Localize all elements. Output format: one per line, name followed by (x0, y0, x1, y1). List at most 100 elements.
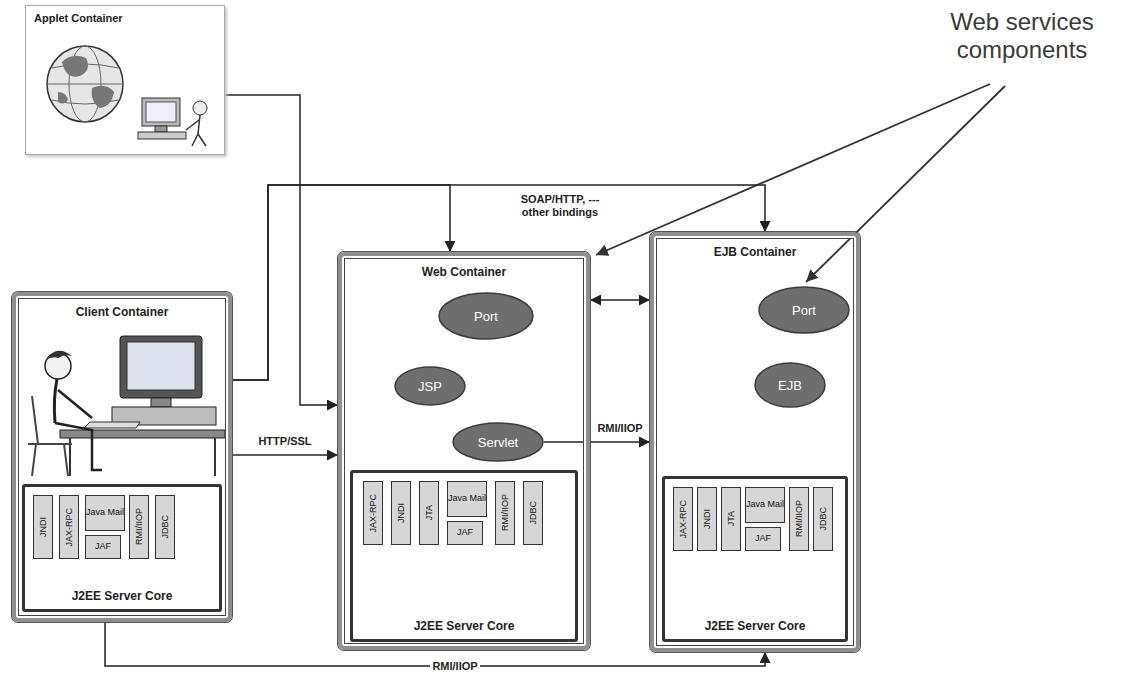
globe-illustration (62, 56, 88, 77)
api-box: JDBC (813, 487, 833, 551)
applet-container: Applet Container (25, 5, 225, 155)
component-label: JAF (755, 534, 771, 544)
component-label: Java Mail (86, 508, 124, 518)
user-at-computer-illustration (151, 398, 171, 407)
api-box: JTA (419, 481, 439, 545)
component-label: Servlet (478, 435, 518, 450)
user-at-computer-illustration (28, 336, 225, 476)
api-box: JNDI (391, 481, 411, 545)
component-label: JTA (726, 511, 736, 526)
component-label: JNDI (396, 503, 406, 523)
component-label: RMI/IIOP (794, 500, 804, 537)
component-label: JNDI (38, 517, 48, 537)
leader-line (596, 84, 990, 255)
component-label: EJB (778, 378, 802, 393)
port-component: Port (758, 286, 850, 334)
band-title: J2EE Server Core (25, 589, 219, 603)
component-label: Java Mail (448, 494, 486, 504)
servlet-component: Servlet (452, 422, 544, 462)
api-box: JDBC (155, 495, 175, 559)
band-title: J2EE Server Core (665, 619, 845, 633)
computer-illustration (138, 98, 207, 146)
api-box: JAX-RPC (59, 495, 79, 559)
component-label: JDBC (160, 515, 170, 539)
component-label: JSP (418, 379, 442, 394)
computer-illustration (146, 102, 176, 122)
component-label: JAF (457, 528, 473, 538)
api-box: RMI/IIOP (789, 487, 809, 551)
api-box: JAF (85, 535, 121, 559)
ejb-component: EJB (754, 362, 826, 408)
connector-arrow (225, 95, 338, 405)
api-box: JTA (721, 487, 741, 551)
container-title: Applet Container (34, 12, 123, 24)
component-label: JAX-RPC (368, 494, 378, 533)
connector-label: RMI/IIOP (595, 422, 644, 435)
connector-arrow (590, 299, 650, 301)
callout-label: Web services components (932, 8, 1112, 64)
user-at-computer-illustration (55, 423, 102, 470)
component-label: JAX-RPC (678, 500, 688, 539)
computer-illustration (193, 101, 207, 115)
user-at-computer-illustration (214, 438, 216, 476)
user-at-computer-illustration (60, 430, 225, 438)
web-container: Web ContainerPortJSP ServletJ2EE Server C… (338, 252, 590, 650)
component-label: JDBC (818, 507, 828, 531)
user-at-computer-illustration (46, 351, 72, 360)
user-at-computer-illustration (54, 379, 57, 423)
leader-line (596, 84, 1005, 282)
computer-illustration (142, 98, 180, 126)
user-at-computer-illustration (58, 390, 92, 418)
ellipse-shape (453, 423, 543, 461)
user-at-computer-illustration (84, 422, 140, 428)
api-box: JNDI (33, 495, 53, 559)
api-box: Java Mail (745, 487, 785, 523)
user-at-computer-illustration (127, 342, 195, 390)
ellipse-shape (439, 293, 533, 339)
server-core-band: J2EE Server Core JAX-RPC JNDI JTA Java MailJ… (662, 476, 848, 642)
component-label: Java Mail (746, 500, 784, 510)
connector-label: SOAP/HTTP, --- other bindings (508, 193, 612, 219)
ellipse-shape (759, 287, 849, 333)
ejb-container: EJB ContainerPortEJBJ2EE Server CoreJAX-… (650, 232, 860, 652)
jsp-component: JSP (394, 366, 466, 406)
component-label: Port (792, 303, 816, 318)
client-container: Client ContainerJ2EE Server Core JNDI JAX-… (12, 292, 232, 622)
ellipse-shape (755, 363, 825, 407)
api-box: JNDI (697, 487, 717, 551)
api-box: JAF (745, 527, 781, 551)
component-label: JAF (95, 542, 111, 552)
connector-arrow (232, 185, 765, 380)
container-title: Web Container (342, 265, 586, 279)
band-title: J2EE Server Core (353, 619, 575, 633)
globe-illustration (47, 46, 123, 122)
component-label: RMI/IIOP (500, 494, 510, 531)
api-box: JAX-RPC (673, 487, 693, 551)
component-label: JNDI (702, 509, 712, 529)
user-at-computer-illustration (120, 336, 202, 398)
component-label: JAX-RPC (64, 508, 74, 547)
api-box: RMI/IIOP (129, 495, 149, 559)
container-title: Client Container (16, 305, 228, 319)
port-component: Port (438, 292, 534, 340)
api-box: Java Mail (85, 495, 125, 531)
globe-illustration (47, 46, 123, 122)
computer-illustration (138, 132, 186, 139)
computer-illustration (186, 115, 206, 146)
api-box: JDBC (523, 481, 543, 545)
server-core-band: J2EE Server Core JNDI JAX-RPC Java MailJAF R… (22, 484, 222, 612)
computer-illustration (155, 126, 167, 132)
connector-arrow (232, 454, 338, 456)
connector-label: RMI/IIOP (430, 660, 479, 673)
leader-line (806, 86, 1005, 282)
component-label: JDBC (528, 501, 538, 525)
globe-illustration (47, 84, 123, 85)
api-box: RMI/IIOP (495, 481, 515, 545)
api-box: JAF (447, 521, 483, 545)
globe-illustration (92, 86, 114, 108)
connector-arrow (544, 441, 650, 443)
